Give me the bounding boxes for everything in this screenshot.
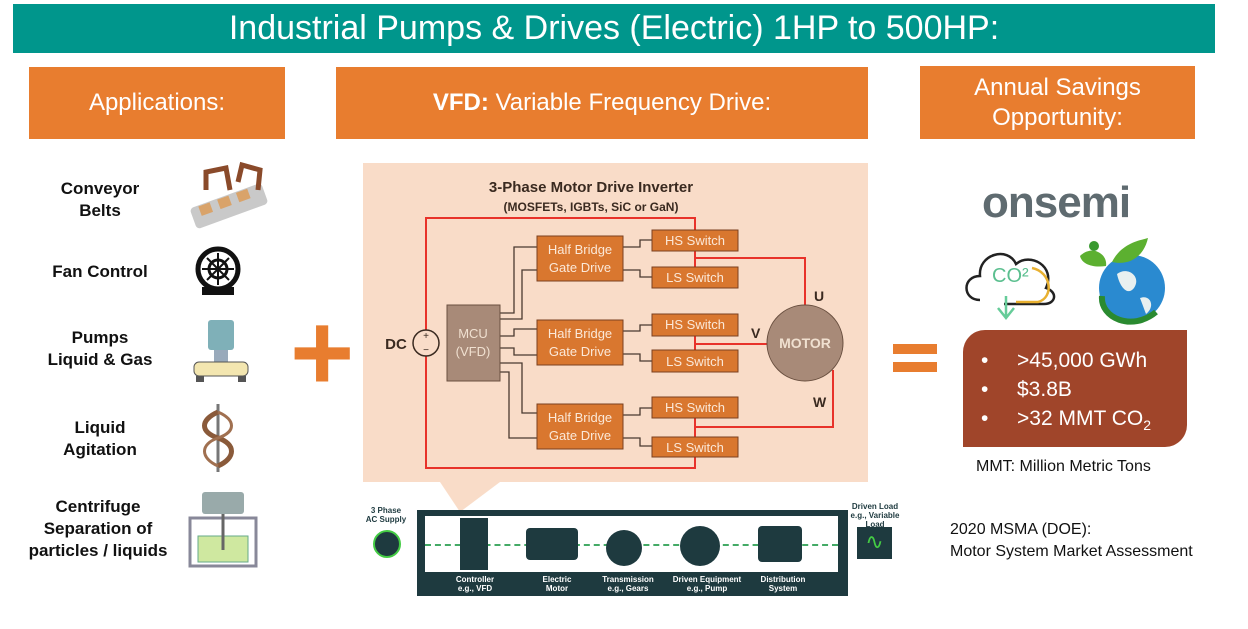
gears-icon: [606, 530, 642, 566]
vfd-icon: [460, 518, 488, 570]
co2-label: CO²: [992, 265, 1029, 287]
load-wave-icon: ∿: [857, 527, 892, 559]
ls-switch-2-label: LS Switch: [666, 354, 724, 369]
motor-label: MOTOR: [779, 335, 831, 351]
gate-drive-2-label2: Gate Drive: [549, 344, 611, 359]
onsemi-logo: onsemi: [982, 178, 1131, 227]
gate-drive-3: [536, 403, 624, 450]
phase-v-label: V: [751, 325, 761, 341]
hs-switch-1: [651, 229, 739, 252]
equals-sign-bar-top: [893, 344, 937, 354]
centrifuge-icon: [188, 492, 258, 568]
electric-motor-icon: [526, 528, 578, 560]
savings-item-co2: •>32 MMT CO2: [981, 407, 1152, 434]
motor-icon: [766, 304, 844, 382]
green-earth-icon: [1080, 238, 1165, 325]
pump-icon: [193, 320, 249, 382]
hs-switch-2: [651, 313, 739, 337]
ls-switch-1: [651, 266, 739, 289]
gate-drive-1-label2: Gate Drive: [549, 260, 611, 275]
inverter-title: 3-Phase Motor Drive Inverter: [489, 179, 693, 196]
hs-switch-3: [651, 396, 739, 419]
pump-equipment-icon: [680, 526, 720, 566]
savings-item-energy: •>45,000 GWh: [981, 349, 1148, 372]
co2-cloud-icon: [965, 252, 1056, 321]
savings-item-dollars: •$3.8B: [981, 378, 1072, 401]
gate-drive-1: [536, 235, 624, 282]
source-line1: 2020 MSMA (DOE):: [950, 521, 1092, 538]
gate-drive-3-label: Half Bridge: [548, 410, 612, 425]
source-line2: Motor System Market Assessment: [950, 542, 1193, 560]
dc-label: DC: [385, 336, 407, 353]
savings-box: •>45,000 GWh •$3.8B •>32 MMT CO2: [963, 330, 1187, 447]
hs-switch-1-label: HS Switch: [665, 233, 725, 248]
hs-switch-3-label: HS Switch: [665, 400, 725, 415]
power-lines: [425, 217, 834, 469]
page-title: Industrial Pumps & Drives (Electric) 1HP…: [13, 4, 1215, 53]
gate-drive-2-label: Half Bridge: [548, 326, 612, 341]
savings-header-line2: Opportunity:: [992, 103, 1123, 131]
ac-supply-icon: [373, 530, 401, 558]
signal-lines: [500, 239, 652, 447]
ls-switch-2: [651, 349, 739, 373]
phase-u-label: U: [814, 288, 824, 304]
hs-switch-2-label: HS Switch: [665, 317, 725, 332]
dc-source-icon: [412, 329, 440, 357]
mcu-sublabel: (VFD): [456, 344, 491, 359]
ls-switch-3: [651, 436, 739, 458]
source-note: 2020 MSMA (DOE): Motor System Market Asse…: [950, 519, 1193, 562]
equals-sign-bar-bottom: [893, 362, 937, 372]
ls-switch-1-label: LS Switch: [666, 270, 724, 285]
mcu-block: [446, 304, 501, 382]
vfd-header: VFD: Variable Frequency Drive:: [336, 67, 868, 139]
dc-minus: −: [423, 345, 429, 356]
vfd-header-text: Variable Frequency Drive:: [488, 89, 772, 116]
dc-plus: +: [423, 331, 429, 342]
gate-drive-1-label: Half Bridge: [548, 242, 612, 257]
applications-header-text: Applications:: [88, 89, 226, 116]
ls-switch-3-label: LS Switch: [666, 440, 724, 455]
distribution-icon: [758, 526, 802, 562]
mcu-label: MCU: [458, 326, 488, 341]
callout-pointer: [440, 482, 500, 512]
phase-w-label: W: [813, 394, 827, 410]
conveyor-icon: [190, 161, 268, 229]
gate-drive-3-label2: Gate Drive: [549, 428, 611, 443]
applications-header: Applications:: [29, 67, 285, 139]
savings-header-line1: Annual Savings: [974, 73, 1141, 101]
mmt-note: MMT: Million Metric Tons: [976, 458, 1151, 475]
agitator-icon: [202, 404, 234, 472]
gate-drive-2: [536, 319, 624, 366]
fan-icon: [195, 246, 241, 295]
inverter-subtitle: (MOSFETs, IGBTs, SiC or GaN): [504, 200, 679, 214]
app-fan-label: Fan Control: [52, 262, 148, 281]
plus-sign: +: [290, 291, 355, 414]
vfd-header-bold: VFD:: [432, 89, 489, 116]
